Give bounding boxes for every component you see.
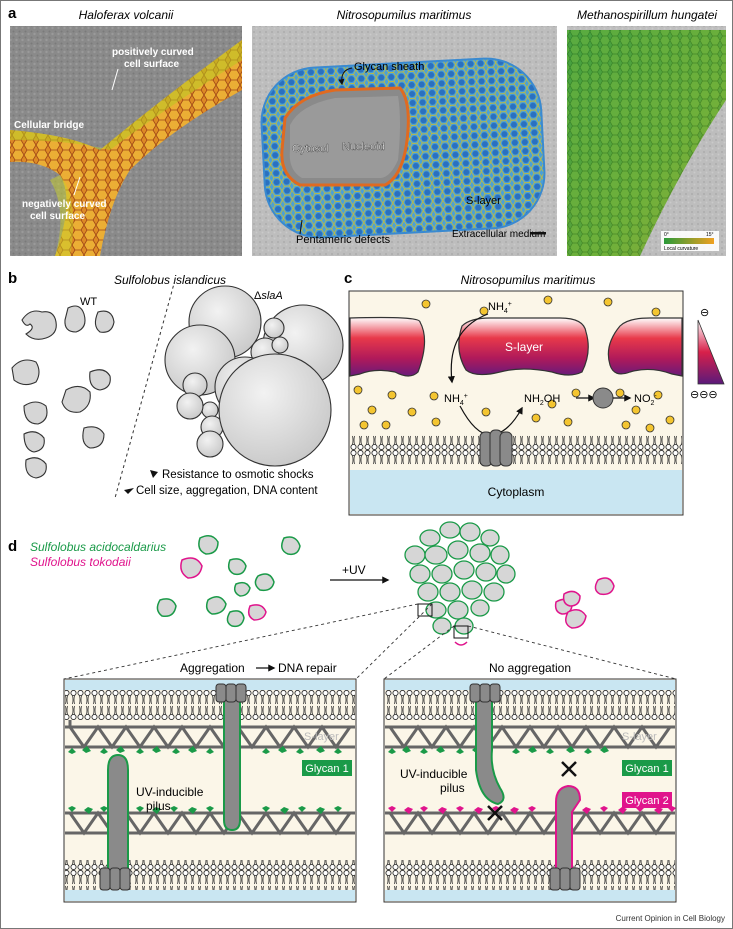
glycan2-badge: [622, 792, 672, 808]
glycan1-badge-left: [302, 760, 352, 776]
panel-d-letter: d: [8, 538, 17, 555]
label-extracellular-medium: Extracellular medium: [452, 229, 545, 240]
panel-b-letter: b: [8, 270, 17, 287]
label-positive-1: positively curved: [112, 47, 194, 58]
pilus-label-left-2: pilus: [146, 799, 171, 813]
free-cells-green: [156, 535, 301, 628]
left-title-2: DNA repair: [278, 661, 337, 675]
zoom-left: [63, 678, 357, 903]
zoom-box-right: [453, 625, 469, 639]
no2-label: NO2-: [634, 393, 657, 407]
zoom-right: [383, 678, 677, 903]
amo-protein-icon: [479, 429, 513, 467]
left-title: Aggregation: [180, 661, 245, 675]
label-glycan-sheath: Glycan sheath: [354, 61, 424, 73]
uv-label: +UV: [342, 563, 366, 577]
methanospirillum-title: Methanospirillum hungatei: [577, 8, 717, 22]
nitrosopumilus-image: [252, 26, 557, 256]
glycan1-label-left: Glycan 1: [305, 763, 348, 775]
haloferax-title: Haloferax volcanii: [79, 8, 174, 22]
uptake-arrow: [447, 313, 489, 384]
haloferax-image: [10, 26, 242, 256]
label-cytosol: Cytosol: [292, 143, 329, 155]
wt-label: WT: [80, 296, 97, 308]
nitrosopumilus-title: Nitrosopumilus maritimus: [337, 8, 472, 22]
mutant-label: ΔslaA: [254, 290, 283, 302]
glycan1-label-right: Glycan 1: [625, 763, 668, 775]
pilus-label-left-1: UV-inducible: [136, 785, 204, 799]
label-pentameric-defects: Pentameric defects: [296, 234, 391, 246]
s-layer-label-c: S-layer: [505, 340, 543, 354]
right-title: No aggregation: [489, 661, 571, 675]
s-layer-label-right: S-layer: [622, 731, 657, 743]
ammonium-particles: [353, 295, 675, 433]
panel-c-letter: c: [344, 270, 352, 287]
membrane-c: [350, 435, 682, 465]
panel-b-title: Sulfolobus islandicus: [114, 273, 226, 287]
wt-cells: [11, 305, 115, 479]
divider-line: [114, 279, 176, 499]
s-layer-label-left: S-layer: [304, 731, 339, 743]
aggregate-cluster: [404, 521, 516, 635]
charge-bottom: ⊖⊖⊖: [690, 389, 718, 401]
scale-caption: Local curvature: [664, 246, 698, 252]
pilus-bottom-right: [555, 784, 582, 871]
label-positive-2: cell surface: [124, 59, 179, 70]
mutant-cells: [164, 285, 344, 467]
label-negative-1: negatively curved: [22, 199, 106, 210]
label-nucleoid: Nucleoid: [342, 141, 385, 153]
down-arrow-icon: [124, 488, 134, 494]
pilus-label-right-2: pilus: [440, 781, 465, 795]
glycan1-badge-right: [622, 760, 672, 776]
free-cells-magenta: [180, 557, 615, 629]
glycan2-label: Glycan 2: [625, 795, 668, 807]
enzyme-icon: [592, 387, 614, 409]
pilus-top-right: [475, 688, 505, 806]
scale-bar: [530, 232, 546, 235]
species1-label: Sulfolobus acidocaldarius: [30, 540, 166, 554]
panel-a-letter: a: [8, 5, 17, 22]
up-arrow-icon: [150, 470, 158, 478]
pointer-line: [111, 68, 119, 91]
label-negative-2: cell surface: [30, 211, 85, 222]
curvature-scale: [661, 231, 719, 251]
scale-min-label: 0°: [664, 232, 669, 238]
s-layer-blocks-c: [349, 316, 683, 377]
pilus-bottom: [107, 753, 129, 871]
reduced-label: Cell size, aggregation, DNA content: [136, 485, 318, 497]
cytoplasm-label: Cytoplasm: [488, 485, 545, 499]
pilus-label-right-1: UV-inducible: [400, 767, 468, 781]
label-bridge: Cellular bridge: [14, 120, 84, 131]
label-s-layer-a: S-layer: [466, 195, 501, 207]
pilus-top: [223, 688, 241, 832]
pointer-line: [73, 176, 81, 196]
block-x-icon: [487, 761, 577, 821]
scale-max-label: 15°: [706, 232, 714, 238]
charge-gradient: [697, 319, 725, 385]
zoom-box-left: [417, 603, 433, 617]
panel-c-title: Nitrosopumilus maritimus: [461, 273, 596, 287]
species2-label: Sulfolobus tokodaii: [30, 555, 131, 569]
charge-top: ⊖: [700, 307, 709, 319]
cytoplasm-area: [350, 470, 682, 514]
methanospirillum-image: [567, 26, 726, 256]
nh2oh-label: NH2OH: [524, 393, 560, 407]
footer-credit: Current Opinion in Cell Biology: [616, 914, 725, 923]
resistance-label: Resistance to osmotic shocks: [162, 469, 314, 481]
